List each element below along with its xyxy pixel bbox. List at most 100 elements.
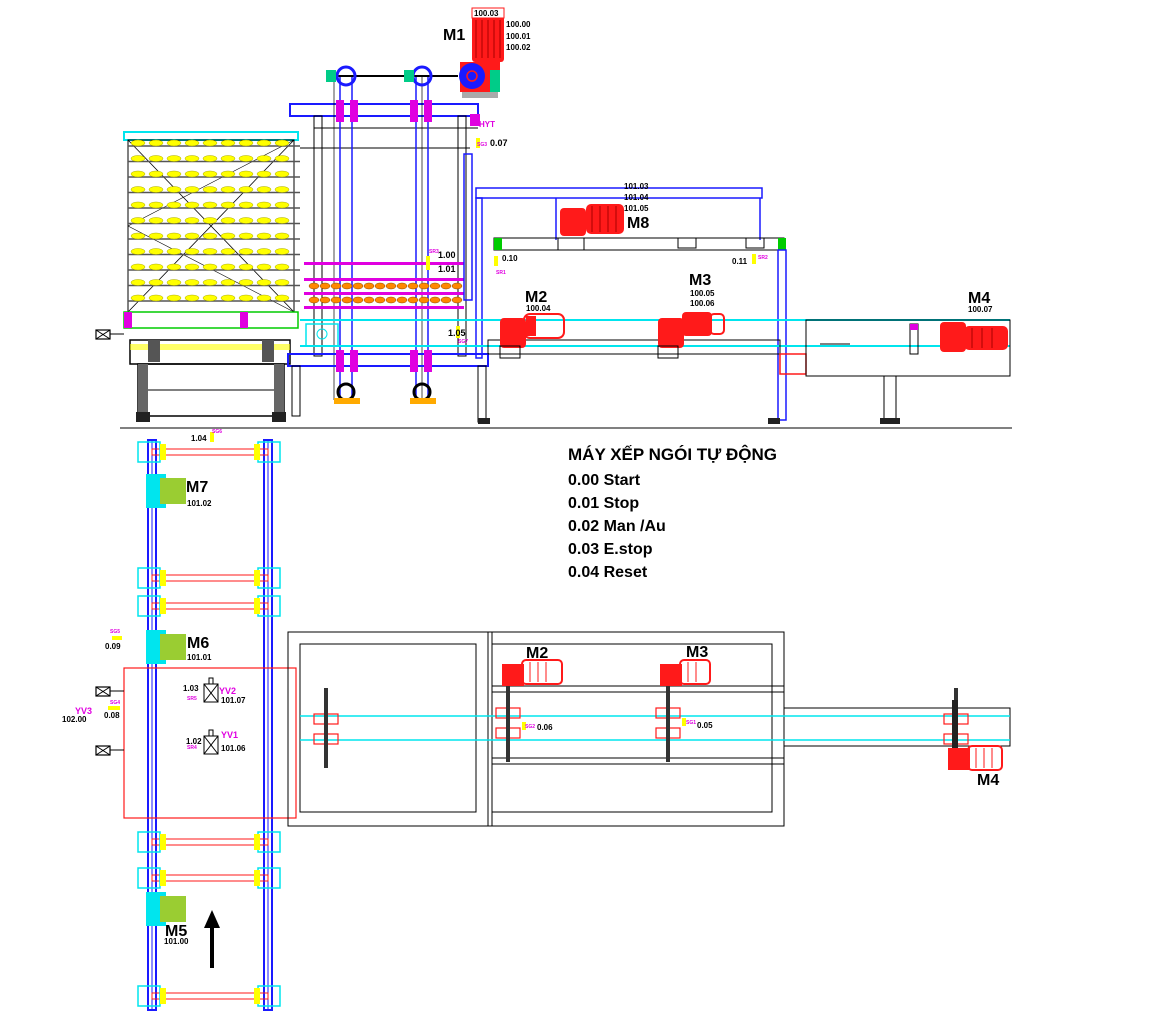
m6-addr: 101.01 (187, 653, 212, 662)
roller (151, 574, 269, 582)
sg5-tag: SG5 (110, 629, 120, 635)
pusher-frame-m8: M8 101.03 101.04 101.05 0.10 SR1 0.11 SR… (475, 182, 787, 421)
sr1-addr: 0.10 (502, 254, 518, 263)
yv3-label: YV3 (75, 706, 92, 716)
tile (202, 155, 218, 162)
tile (256, 217, 272, 224)
m5-addr: 101.00 (164, 937, 189, 946)
tile (396, 282, 408, 290)
tile (440, 296, 452, 304)
tile (330, 282, 342, 290)
tile (440, 282, 452, 290)
tile (148, 155, 164, 162)
roller-cap (160, 834, 166, 850)
tile (238, 170, 254, 178)
rollers (137, 441, 281, 1007)
io-addr: 0.04 (568, 564, 600, 581)
m8-addr-1: 101.04 (624, 193, 649, 202)
tile (202, 263, 218, 271)
tile (256, 263, 272, 271)
tile (256, 155, 272, 162)
motor-m4-side: M4 100.07 (940, 290, 1008, 352)
sg5-addr: 0.09 (105, 642, 121, 651)
io-label: E.stop (603, 541, 653, 558)
tile (220, 155, 236, 162)
tile (166, 263, 182, 271)
m3-plan-label: M3 (686, 644, 708, 661)
tile (130, 279, 146, 286)
tile (166, 279, 182, 286)
tile (166, 232, 182, 240)
tile (256, 139, 272, 147)
tile (238, 248, 254, 255)
tile (130, 294, 146, 302)
roller-bearing (257, 867, 281, 889)
sg6-sensor: 1.04 SG6 (191, 429, 222, 443)
tile (238, 186, 254, 193)
tile (148, 279, 164, 286)
valve-symbol-icon (95, 329, 124, 340)
tile (407, 296, 419, 304)
tile (184, 232, 200, 240)
sg1-tag: SG1 (686, 720, 696, 726)
tile (202, 186, 218, 193)
plan-sprockets (313, 682, 969, 768)
yv3-addr: 102.00 (62, 715, 87, 724)
tile (148, 232, 164, 240)
sg3-addr: 0.07 (490, 138, 508, 148)
tile (148, 248, 164, 255)
tile (202, 232, 218, 240)
roller-cap (160, 870, 166, 886)
io-addr: 0.01 (568, 495, 600, 512)
tile (274, 294, 290, 302)
m3-side-addr-0: 100.05 (690, 289, 715, 298)
m1-addr-box: 100.03 (474, 9, 499, 18)
tile (451, 296, 463, 304)
tile (238, 263, 254, 271)
tile (202, 294, 218, 302)
m7-addr: 101.02 (187, 499, 212, 508)
m2-side-addr: 100.04 (526, 304, 551, 313)
tile (238, 155, 254, 162)
tile (148, 294, 164, 302)
tile (166, 201, 182, 209)
tile (341, 282, 353, 290)
tile (274, 248, 290, 255)
tile (184, 248, 200, 255)
tile (319, 296, 331, 304)
sg4-tag: SG4 (110, 700, 120, 706)
plan-horizontal-conveyor: M2 M3 M4 SG2 0.06 SG1 0.05 (287, 631, 1011, 827)
tower-sensors: HYT SG3 0.07 SR3 1.00 1.01 1.05 SG7 (426, 120, 508, 345)
m5-label: M5 (165, 923, 187, 940)
tile (184, 201, 200, 209)
tile (238, 232, 254, 240)
roller-cap (254, 570, 260, 586)
tile (130, 170, 146, 178)
valve-symbol-icon (95, 686, 124, 697)
tile (352, 282, 364, 290)
yv1-label: YV1 (221, 730, 238, 740)
direction-arrow-icon (204, 910, 220, 968)
yv1-input: 1.02 (186, 737, 202, 746)
sg7-tag: SG7 (458, 339, 468, 345)
m3-side-label: M3 (689, 272, 711, 289)
m8-addr-2: 101.05 (624, 204, 649, 213)
tile (385, 282, 397, 290)
sg2-tag: SG2 (525, 724, 535, 730)
sr3-b-addr: 1.01 (438, 264, 456, 274)
roller-bearing (257, 567, 281, 589)
tile-stack-cart (95, 131, 300, 422)
tile (130, 263, 146, 271)
tile (166, 294, 182, 302)
tile (220, 248, 236, 255)
sg2-sensor: SG2 0.06 (522, 722, 553, 732)
tile (256, 294, 272, 302)
tile (166, 170, 182, 178)
motor-m5: M5 101.00 (146, 892, 189, 946)
roller-cap (160, 988, 166, 1004)
sg1-sensor: SG1 0.05 (682, 718, 713, 730)
tile (374, 296, 386, 304)
tile (184, 263, 200, 271)
shaft (324, 688, 328, 768)
m2-plan-label: M2 (526, 645, 548, 662)
